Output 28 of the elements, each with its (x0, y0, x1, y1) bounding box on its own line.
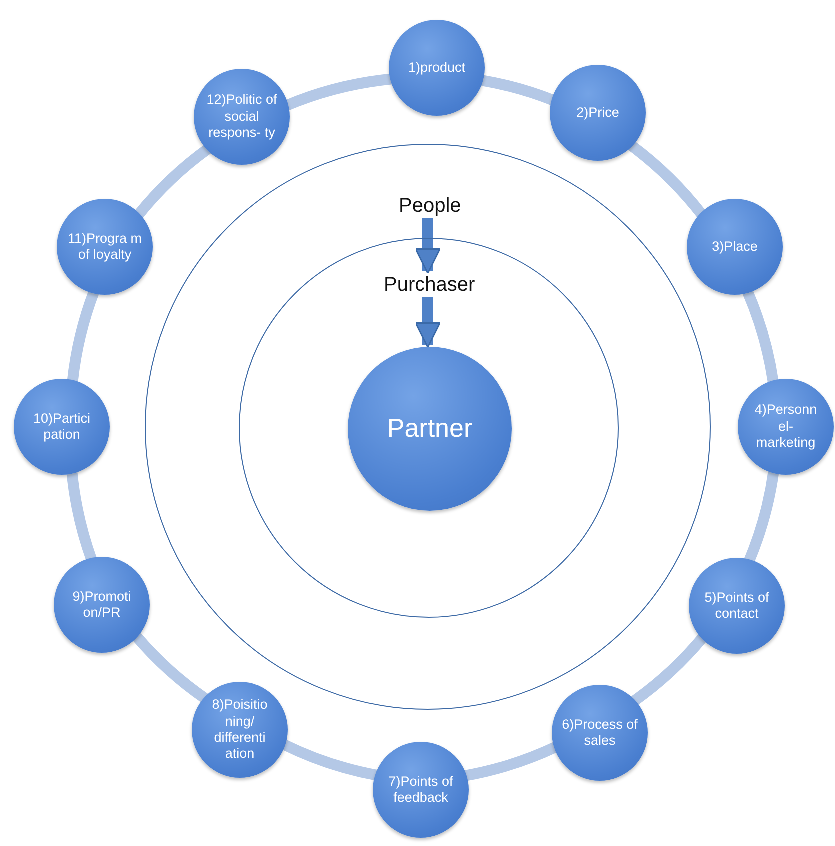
topic-circle: 5)Points of contact (689, 558, 785, 654)
ring-band (66, 471, 98, 562)
topic-circle: 7)Points of feedback (373, 742, 469, 838)
ring-band (281, 739, 378, 781)
topic-circle: Partner (348, 347, 512, 511)
topic-circle: 9)Promoti on/PR (54, 557, 150, 653)
ring-band (134, 144, 212, 219)
ring-band (67, 290, 100, 384)
ring-band (132, 632, 210, 704)
topic-circle: 1)product (389, 20, 485, 116)
topic-circle: 8)Poisitio ning/ differenti ation (192, 682, 288, 778)
topic-circle: 6)Process of sales (552, 685, 648, 781)
ring-band (742, 289, 779, 384)
ring-circle (239, 238, 619, 618)
topic-circle: 12)Politic of social respons- ty (194, 69, 290, 165)
topic-circle: 10)Partici pation (14, 379, 110, 475)
arrow (415, 217, 441, 274)
topic-circle: 3)Place (687, 199, 783, 295)
topic-circle: 2)Price (550, 65, 646, 161)
ring-band (627, 140, 706, 218)
topic-circle: 4)Personn el- marketing (738, 379, 834, 475)
arrow (415, 295, 441, 348)
topic-circle: 11)Progra m of loyalty (57, 199, 153, 295)
ring-band (464, 742, 558, 782)
ring-band (744, 470, 780, 564)
ring-band (284, 74, 394, 111)
ring-band (480, 75, 556, 106)
ring-band (630, 634, 708, 706)
